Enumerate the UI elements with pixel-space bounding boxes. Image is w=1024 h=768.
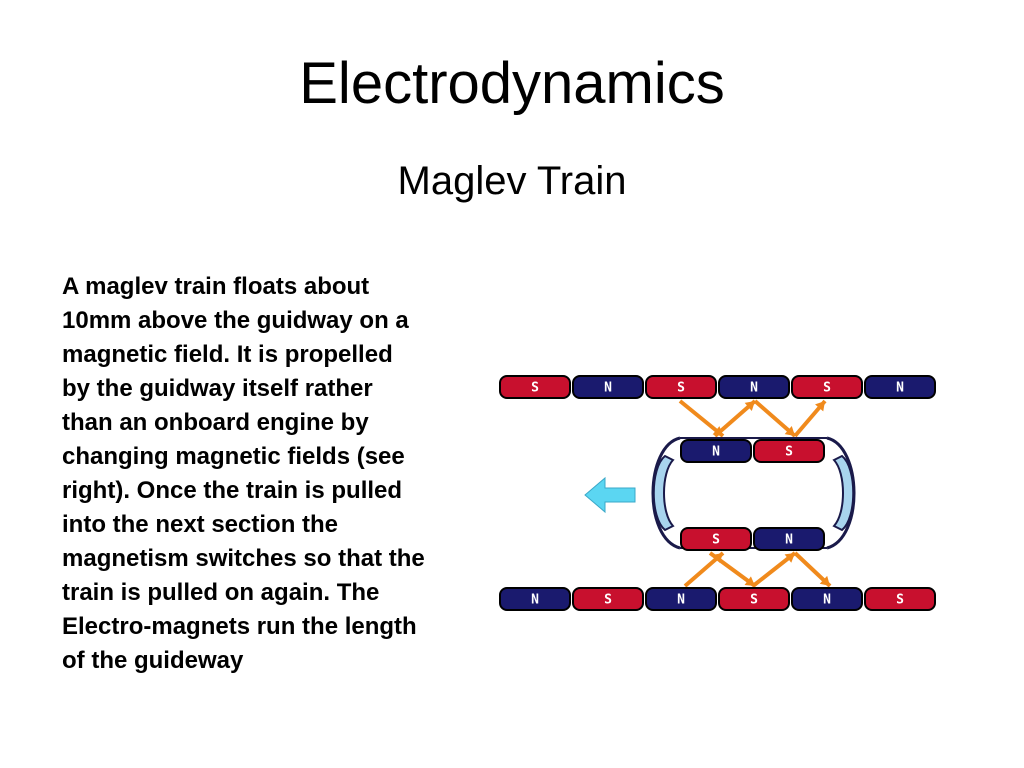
page-subtitle: Maglev Train: [397, 159, 627, 203]
arrow-left-icon: [584, 476, 636, 514]
train-top-magnet-2: S: [753, 439, 825, 463]
magnet-body: [680, 527, 752, 551]
field-arrowhead: [784, 426, 795, 436]
magnet-pole-label: N: [785, 533, 793, 548]
body-paragraph: A maglev train floats about 10mm above t…: [62, 273, 425, 674]
magnet-pole-label: S: [896, 593, 904, 608]
magnet-pole-label: S: [750, 593, 758, 608]
bottom-guideway-magnet-6: S: [864, 587, 936, 611]
top-guideway-magnet-3: S: [645, 375, 717, 399]
magnet-pole-label: S: [677, 381, 685, 396]
magnet-body: [572, 587, 644, 611]
magnet-body: [864, 587, 936, 611]
magnet-body: [645, 587, 717, 611]
magnet-body: [645, 375, 717, 399]
train-bottom-magnet-1: S: [680, 527, 752, 551]
bottom-guideway-magnet-4: S: [718, 587, 790, 611]
train-window-right: [832, 454, 855, 532]
magnet-body: [753, 439, 825, 463]
magnet-body: [499, 375, 571, 399]
field-line-top-1: [678, 399, 725, 438]
bottom-guideway-magnet-2: S: [572, 587, 644, 611]
field-arrowhead: [815, 401, 825, 412]
top-guideway-magnet-2: N: [572, 375, 644, 399]
field-arrowhead: [784, 553, 795, 563]
magnet-pole-label: S: [712, 533, 720, 548]
magnet-pole-label: N: [604, 381, 612, 396]
top-guideway-magnet-1: S: [499, 375, 571, 399]
magnet-pole-label: S: [823, 381, 831, 396]
bottom-guideway-magnet-1: N: [499, 587, 571, 611]
field-arrowhead: [744, 576, 755, 586]
magnet-body: [791, 375, 863, 399]
magnet-body: [499, 587, 571, 611]
bottom-guideway-magnet-5: N: [791, 587, 863, 611]
magnet-body: [864, 375, 936, 399]
magnet-pole-label: N: [531, 593, 539, 608]
magnet-pole-label: N: [712, 445, 720, 460]
magnet-body: [791, 587, 863, 611]
magnet-pole-label: N: [677, 593, 685, 608]
bottom-guideway-magnet-3: N: [645, 587, 717, 611]
train-bottom-magnet-2: N: [753, 527, 825, 551]
magnet-body: [718, 375, 790, 399]
train-top-magnet-1: N: [680, 439, 752, 463]
field-line-bottom-2: [708, 551, 757, 588]
magnet-body: [718, 587, 790, 611]
magnet-body: [753, 527, 825, 551]
page-title: Electrodynamics: [299, 51, 725, 116]
maglev-diagram: S N S N S N N S S N N S N S N S: [499, 375, 936, 611]
field-arrowhead: [819, 575, 830, 586]
top-guideway-magnet-6: N: [864, 375, 936, 399]
field-lines: [678, 399, 832, 588]
direction-arrow-icon: [584, 476, 636, 514]
field-arrowhead: [744, 401, 755, 411]
magnet-pole-label: N: [823, 593, 831, 608]
magnet-pole-label: S: [604, 593, 612, 608]
top-guideway-magnet-5: S: [791, 375, 863, 399]
train-window-left: [652, 454, 675, 532]
magnet-pole-label: N: [896, 381, 904, 396]
magnet-pole-label: S: [531, 381, 539, 396]
top-guideway-magnet-4: N: [718, 375, 790, 399]
magnet-body: [572, 375, 644, 399]
magnet-body: [680, 439, 752, 463]
magnet-pole-label: S: [785, 445, 793, 460]
magnet-pole-label: N: [750, 381, 758, 396]
magnet-rows: S N S N S N N S S N N S N S N S: [499, 375, 936, 611]
